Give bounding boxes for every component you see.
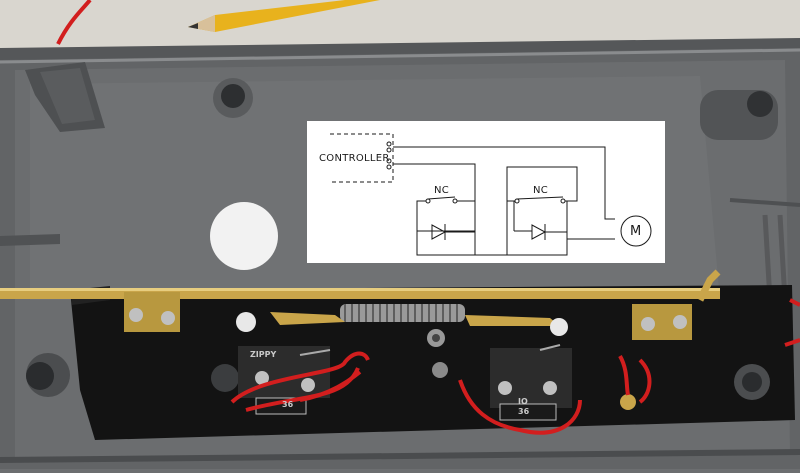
controller-label: CONTROLLER: [319, 153, 390, 164]
diode-right-prefix: IO: [518, 397, 528, 406]
switch-2-label: NC: [533, 185, 549, 196]
circuit-diagram: CONTROLLER NC NC M: [307, 121, 665, 263]
switch-1-label: NC: [434, 185, 450, 196]
diode-left-label: 36: [282, 400, 294, 409]
red-wire-top: [56, 0, 92, 45]
motor-symbol: M: [630, 224, 642, 239]
red-wires: [230, 298, 800, 435]
diode-right-label: 36: [518, 407, 530, 416]
switch-left-label: ZIPPY: [250, 350, 277, 359]
pencil: [188, 0, 380, 32]
spring: [340, 304, 465, 322]
schematic-lines: [330, 133, 652, 256]
